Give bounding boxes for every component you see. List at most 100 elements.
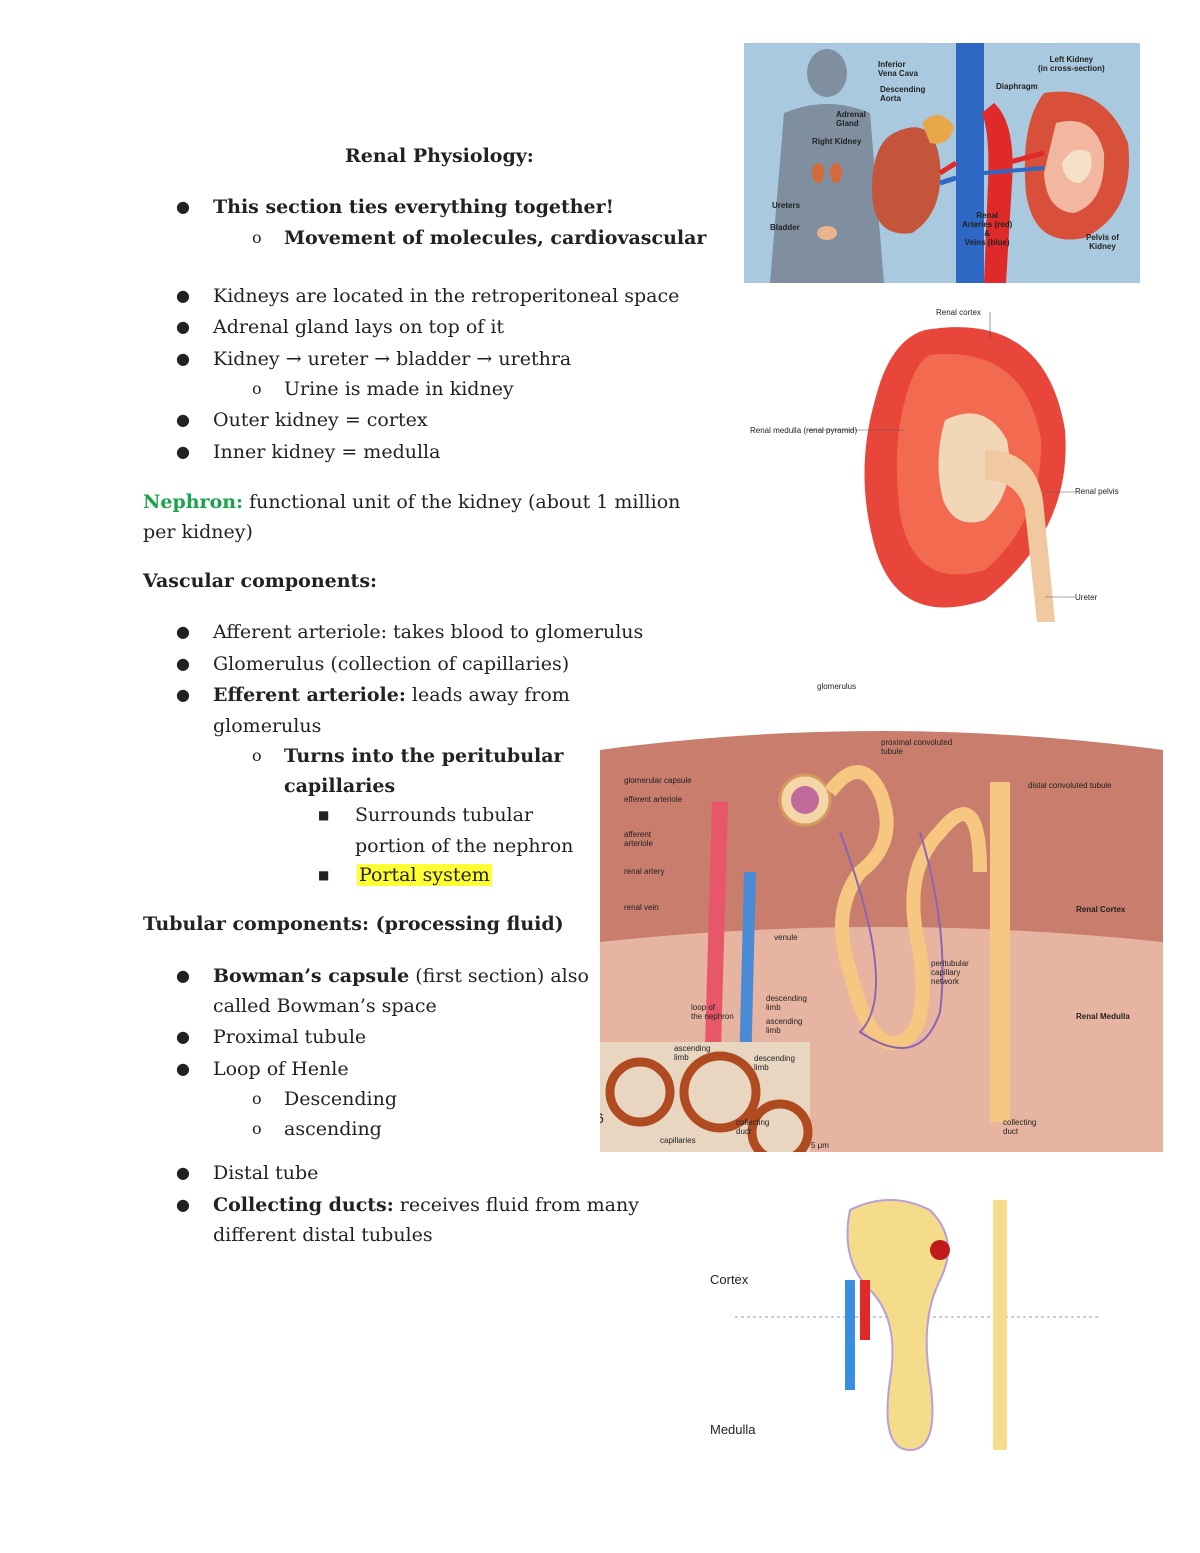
label-micro-ascending-limb: ascending limb	[674, 1044, 711, 1062]
label-renal-cortex: Renal cortex	[936, 308, 981, 317]
kidney-section-figure: Renal cortex Renal medulla (renal pyrami…	[745, 300, 1140, 622]
label-renal-cortex: Renal Cortex	[1076, 905, 1126, 914]
sub-bullet: o	[252, 379, 262, 398]
list-item: Portal system	[357, 860, 492, 890]
kidney-section-illustration	[807, 312, 1075, 622]
term: Collecting ducts:	[213, 1194, 394, 1216]
sub-bullet: o	[252, 228, 262, 247]
label-inferior-vena-cava: Inferior Vena Cava	[878, 60, 919, 78]
list-item-line2: capillaries	[284, 775, 396, 797]
label-renal-medulla: Renal medulla (renal pyramid)	[750, 426, 858, 435]
nephron-definition-line2: per kidney)	[143, 521, 253, 543]
highlighted-text: Portal system	[357, 864, 492, 886]
list-item: Efferent arteriole: leads away from	[213, 680, 570, 710]
bullet: ●	[176, 410, 190, 429]
label-renal-artery: renal artery	[624, 867, 665, 876]
bullet: ●	[176, 317, 190, 336]
list-item: Glomerulus (collection of capillaries)	[213, 653, 570, 675]
list-item-line2: glomerulus	[213, 715, 322, 737]
label-descending-limb: descending limb	[766, 994, 807, 1012]
label-efferent-arteriole: efferent arteriole	[624, 795, 683, 804]
label-renal-medulla: Renal Medulla	[1076, 1012, 1130, 1021]
label-descending-aorta: Descending Aorta	[880, 85, 926, 103]
bullet: ●	[176, 286, 190, 305]
list-item: Proximal tubule	[213, 1026, 367, 1048]
label-micro-capillaries: capillaries	[660, 1136, 696, 1145]
label-micro-collecting-duct: collecting duct	[736, 1118, 770, 1136]
sub-bullet: o	[252, 1089, 262, 1108]
nephron-text: functional unit of the kidney (about 1 m…	[243, 491, 681, 513]
list-item: Adrenal gland lays on top of it	[213, 316, 505, 338]
nephron-term: Nephron:	[143, 491, 244, 513]
label-adrenal-gland: Adrenal Gland	[836, 110, 866, 128]
section-heading: Vascular components:	[143, 570, 378, 592]
list-item: Surrounds tubular	[355, 804, 534, 826]
label-proximal-convoluted-tubule: proximal convoluted tubule	[881, 738, 953, 756]
sub-bullet: o	[252, 746, 262, 765]
term: Efferent arteriole:	[213, 684, 406, 706]
label-cortex: Cortex	[710, 1272, 749, 1287]
label-collecting-duct: collecting duct	[1003, 1118, 1037, 1136]
label-right-kidney: Right Kidney	[812, 137, 862, 146]
list-item: Inner kidney = medulla	[213, 441, 441, 463]
list-item: Loop of Henle	[213, 1058, 349, 1080]
list-item: Movement of molecules, cardiovascular	[284, 227, 707, 249]
label-renal-vein: renal vein	[624, 903, 659, 912]
section-heading: Tubular components: (processing fluid)	[143, 913, 564, 935]
label-medulla: Medulla	[710, 1422, 756, 1437]
nephron-position-figure: Cortex Medulla	[700, 1180, 1110, 1470]
label-ureters: Ureters	[772, 201, 801, 210]
label-micro-descending-limb: descending limb	[754, 1054, 795, 1072]
nephron-figure: glomerulus proximal convoluted tubule gl…	[600, 672, 1163, 1152]
bullet: ●	[176, 197, 190, 216]
bullet: ●	[176, 622, 190, 641]
nephron-position-illustration	[735, 1199, 1100, 1452]
bullet: ●	[176, 1059, 190, 1078]
bullet: ●	[176, 349, 190, 368]
term-text: leads away from	[405, 684, 570, 706]
list-item: Afferent arteriole: takes blood to glome…	[213, 621, 644, 643]
label-ureter: Ureter	[1075, 593, 1098, 602]
bullet: ●	[176, 685, 190, 704]
list-item: Bowman’s capsule (first section) also	[213, 961, 589, 991]
list-item: Kidneys are located in the retroperitone…	[213, 285, 680, 307]
list-item: This section ties everything together!	[213, 196, 614, 218]
list-item: Distal tube	[213, 1162, 319, 1184]
term: Bowman’s capsule	[213, 965, 410, 987]
label-renal-vessels: Renal Arteries (red) & Veins (blue)	[962, 211, 1013, 247]
label-loop-of-nephron: loop of the nephron	[691, 1003, 734, 1021]
bullet: ●	[176, 442, 190, 461]
square-bullet: ■	[318, 868, 330, 882]
list-item: Collecting ducts: receives fluid from ma…	[213, 1190, 639, 1220]
term-text: (first section) also	[409, 965, 589, 987]
bullet: ●	[176, 1195, 190, 1214]
label-scale-bar: 5 μm	[811, 1141, 829, 1150]
label-afferent-arteriole: afferent arteriole	[624, 830, 653, 848]
list-item-line2: portion of the nephron	[355, 835, 574, 857]
label-renal-pelvis: Renal pelvis	[1075, 487, 1119, 496]
label-distal-convoluted-tubule: distal convoluted tubule	[1028, 781, 1112, 790]
list-item: ascending	[284, 1118, 382, 1140]
nephron-illustration	[600, 731, 1163, 1152]
list-item-line2: called Bowman’s space	[213, 995, 437, 1017]
label-peritubular-capillary-network: peritubular capillary network	[931, 959, 969, 986]
urinary-system-figure: Inferior Vena Cava Descending Aorta Left…	[744, 43, 1140, 283]
list-item: Kidney → ureter → bladder → urethra	[213, 348, 572, 370]
page-title: Renal Physiology:	[345, 145, 534, 167]
label-glomerular-capsule: glomerular capsule	[624, 776, 692, 785]
list-item: Turns into the peritubular	[284, 745, 564, 767]
list-item-line2: different distal tubules	[213, 1224, 433, 1246]
urinary-system-illustration	[770, 43, 1130, 283]
nephron-definition: Nephron: functional unit of the kidney (…	[143, 487, 680, 517]
label-ascending-limb: ascending limb	[766, 1017, 803, 1035]
sub-bullet: o	[252, 1119, 262, 1138]
label-glomerulus: glomerulus	[817, 682, 857, 691]
bullet: ●	[176, 1163, 190, 1182]
list-item: Urine is made in kidney	[284, 378, 514, 400]
list-item: Descending	[284, 1088, 397, 1110]
term-text: receives fluid from many	[393, 1194, 639, 1216]
label-bladder: Bladder	[770, 223, 800, 232]
bullet: ●	[176, 966, 190, 985]
bullet: ●	[176, 1027, 190, 1046]
label-venule: venule	[774, 933, 798, 942]
